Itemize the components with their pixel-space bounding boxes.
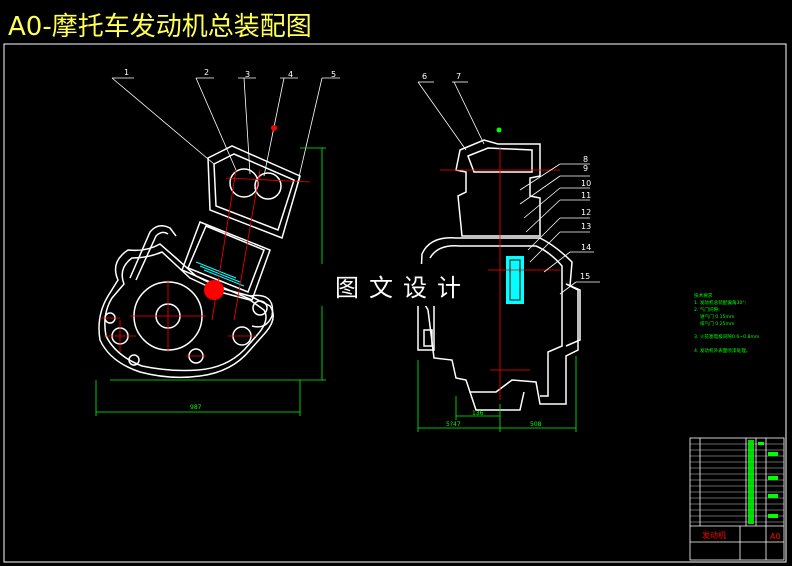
left-engine-view — [98, 145, 301, 379]
tech-note-5: 3. 火花塞电极间隙0.6~0.8mm — [694, 333, 760, 340]
right-marker — [496, 127, 502, 133]
tech-note-4: 排气门 0.25mm — [700, 320, 735, 327]
tech-note-0: 技术要求 — [694, 292, 713, 299]
right-view-insert — [506, 256, 524, 304]
title-block-size: A0 — [770, 532, 781, 541]
tech-note-3: 进气门 0.15mm — [700, 313, 735, 320]
left-view-centerlines — [100, 169, 311, 357]
tech-note-2: 2. 气门间隙: — [694, 306, 720, 313]
left-view-hatch — [195, 261, 245, 287]
drawing-title: A0-摩托车发动机总装配图 — [8, 12, 312, 42]
right-dimensions — [417, 356, 577, 432]
left-leaders — [111, 77, 340, 191]
tech-note-1: 1. 发动机总装配偏角30°; — [694, 299, 747, 306]
tech-note-6: 4. 发动机外表面喷漆处理。 — [694, 347, 750, 354]
title-block-name: 发动机 — [702, 530, 726, 540]
watermark-label: 图文设计 — [318, 264, 488, 306]
tech-notes-block: 技术要求 1. 发动机总装配偏角30°; 2. 气门间隙: 进气门 0.15mm… — [694, 292, 760, 354]
parts-list-fill — [748, 440, 778, 524]
parts-list-table — [689, 437, 785, 561]
drawing-border — [3, 43, 787, 563]
left-marker — [271, 125, 277, 131]
right-leaders — [417, 81, 600, 295]
